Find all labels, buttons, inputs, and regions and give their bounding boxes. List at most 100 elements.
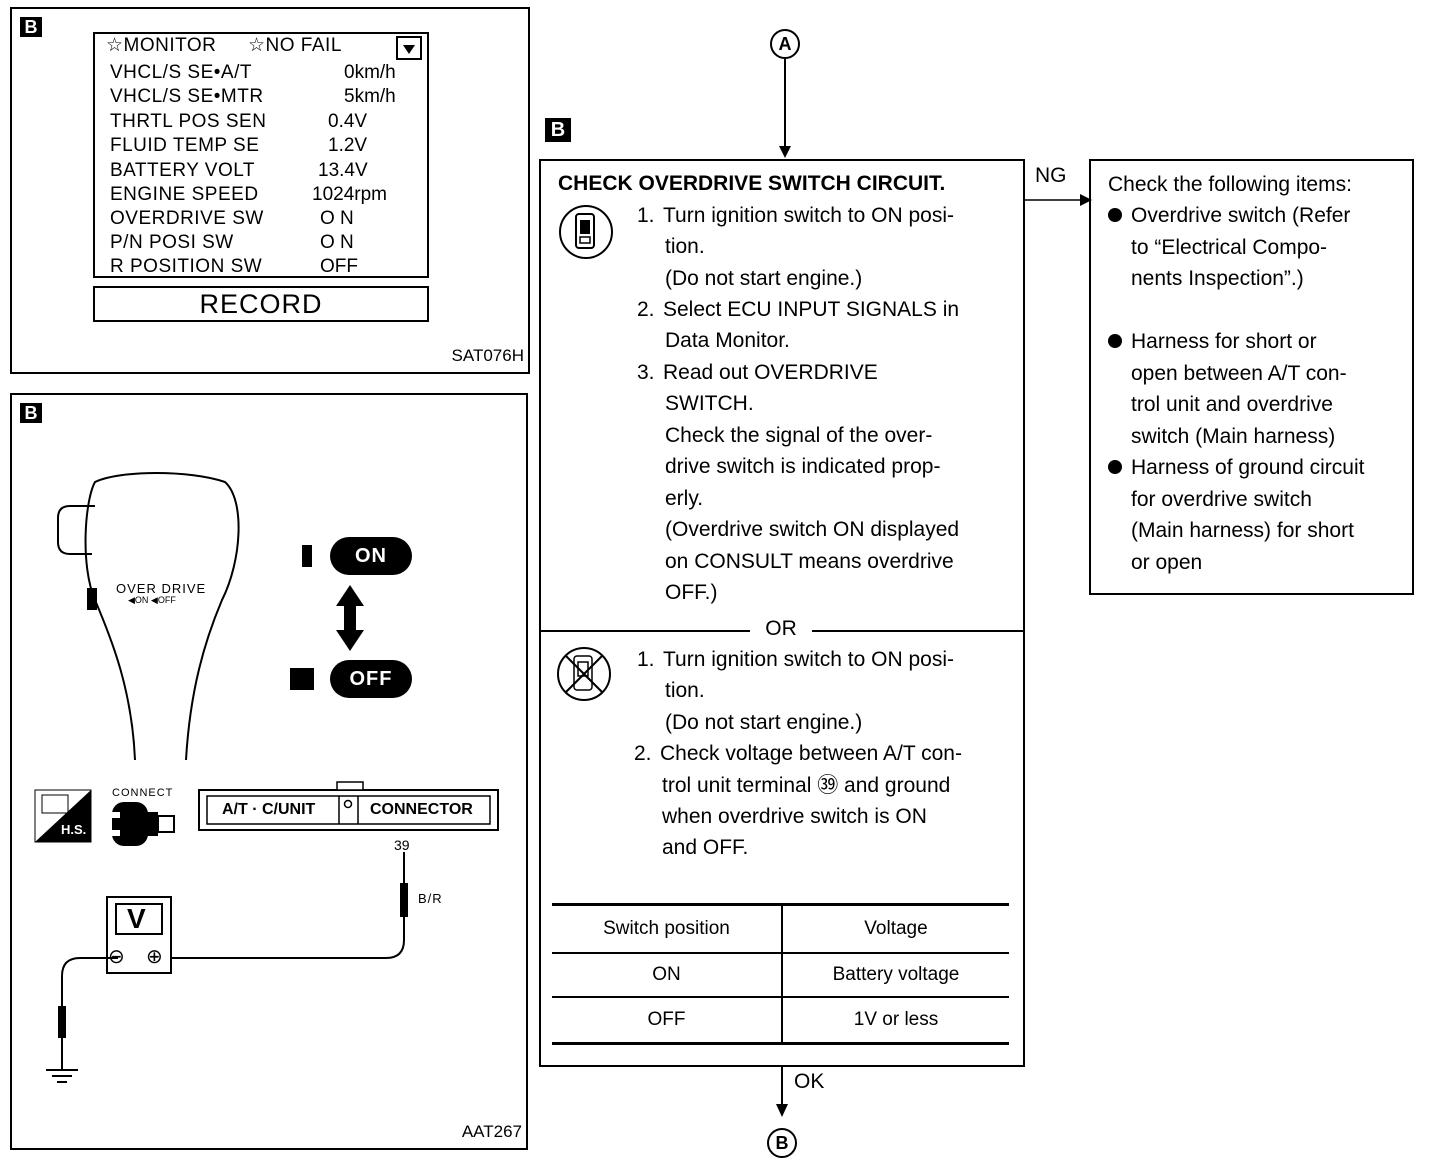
step-number: 1.	[637, 648, 655, 671]
ng-item-line: to “Electrical Compo-	[1131, 236, 1328, 259]
monitor-row-label: THRTL POS SEN	[110, 111, 267, 132]
bullet-icon	[1108, 334, 1122, 348]
step-text: Turn ignition switch to ON posi-	[663, 648, 954, 671]
monitor-header-label: ☆MONITOR	[106, 35, 217, 56]
table-row: ON Battery voltage	[552, 953, 1009, 997]
ng-item-line: switch (Main harness)	[1131, 425, 1336, 448]
monitor-row-value: O N	[320, 232, 354, 253]
step-text: Read out OVERDRIVE	[663, 361, 878, 384]
monitor-row-label: BATTERY VOLT	[110, 160, 256, 181]
terminal-number: 39	[394, 837, 410, 853]
ng-item-line: for overdrive switch	[1131, 488, 1312, 511]
wire-color: B/R	[418, 891, 443, 906]
step-line: tion.	[665, 235, 705, 258]
connect-plug-icon	[112, 802, 148, 846]
monitor-row-value: 13.4V	[318, 160, 368, 181]
step-line: 2. Check voltage between A/T con-	[634, 738, 962, 769]
table-cell: Battery voltage	[832, 964, 960, 985]
switch-off-icon	[290, 668, 314, 690]
table-cell: OFF	[552, 997, 783, 1044]
record-button[interactable]: RECORD	[93, 286, 429, 322]
connector-b[interactable]: B	[767, 1128, 797, 1158]
ng-item-line: open between A/T con-	[1131, 362, 1347, 385]
monitor-row-value: OFF	[320, 256, 358, 277]
connector-a[interactable]: A	[770, 29, 800, 59]
monitor-row-label: P/N POSI SW	[110, 232, 234, 253]
step-line: when overdrive switch is ON	[662, 805, 927, 828]
bullet-icon	[1108, 460, 1122, 474]
arrow-down-icon	[779, 146, 791, 158]
off-indicator: OFF	[330, 660, 412, 698]
monitor-row-label: R POSITION SW	[110, 256, 263, 277]
step-line: drive switch is indicated prop-	[665, 455, 941, 478]
ng-label: NG	[1035, 164, 1067, 187]
step-box	[539, 159, 1025, 1067]
monitor-row-label: FLUID TEMP SE	[110, 135, 260, 156]
ng-item-line: (Main harness) for short	[1131, 519, 1354, 542]
monitor-row-value: O N	[320, 208, 354, 229]
section-badge: B	[20, 17, 42, 37]
table-header-row: Switch position Voltage	[552, 904, 1009, 953]
step-line: Data Monitor.	[665, 329, 790, 352]
step-number: 2.	[634, 742, 652, 765]
ng-item-line: or open	[1131, 551, 1203, 574]
monitor-row-value: 1024rpm	[312, 184, 387, 205]
meter-minus: ⊖	[108, 946, 125, 968]
step-text: Select ECU INPUT SIGNALS in	[663, 298, 960, 321]
monitor-screen	[93, 32, 429, 278]
ng-heading: Check the following items:	[1108, 173, 1352, 196]
arrow-right-icon	[1080, 194, 1092, 206]
monitor-row-label: VHCL/S SE•A/T	[110, 62, 252, 83]
monitor-row-label: OVERDRIVE SW	[110, 208, 264, 229]
monitor-panel: B SAT076H	[10, 7, 530, 374]
flow-connectors	[776, 58, 1092, 1117]
figure-id: AAT267	[461, 1122, 522, 1141]
shifter-label-1: OVER DRIVE	[116, 581, 207, 596]
step-line: and OFF.	[662, 836, 749, 859]
shifter-label-2: ◀ON ◀OFF	[128, 595, 176, 605]
ng-item-line: nents Inspection”.)	[1131, 267, 1304, 290]
monitor-row-label: ENGINE SPEED	[110, 184, 259, 205]
or-label: OR	[750, 617, 812, 641]
step-line: (Overdrive switch ON displayed	[665, 518, 960, 541]
double-arrow-icon	[336, 585, 364, 651]
step-line: erly.	[665, 487, 704, 510]
monitor-row-value: 0km/h	[344, 62, 396, 83]
voltage-table: Switch position Voltage ON Battery volta…	[552, 903, 1009, 1045]
step-line: on CONSULT means overdrive	[665, 550, 954, 573]
monitor-row-label: VHCL/S SE•MTR	[110, 86, 264, 107]
section-badge: B	[20, 403, 42, 423]
table-header-cell: Voltage	[864, 918, 928, 939]
shift-knob-outline	[84, 472, 240, 761]
scroll-down-button[interactable]	[396, 36, 422, 60]
diagram-panel: B AAT267	[10, 393, 528, 1150]
monitor-row-value: 0.4V	[328, 111, 368, 132]
hs-label: H.S.	[61, 822, 87, 837]
step-line: 1.Turn ignition switch to ON posi-	[637, 200, 954, 231]
step-text: Check voltage between A/T con-	[660, 742, 962, 765]
table-cell: ON	[552, 953, 783, 997]
step-line: SWITCH.	[665, 392, 754, 415]
step-line: Check the signal of the over-	[665, 424, 933, 447]
monitor-row-value: 5km/h	[344, 86, 396, 107]
ng-box	[1089, 159, 1414, 595]
on-indicator: ON	[330, 537, 412, 575]
step-line: 2.Select ECU INPUT SIGNALS in	[637, 294, 959, 325]
table-cell: 1V or less	[853, 1009, 939, 1030]
probe-tip	[400, 883, 408, 917]
connect-label: CONNECT	[112, 787, 174, 799]
voltmeter-label: V	[127, 903, 146, 934]
nofail-label: ☆NO FAIL	[248, 35, 342, 56]
connector-right-label: CONNECTOR	[370, 801, 473, 818]
consult-icon	[559, 205, 613, 259]
ground-probe	[58, 1006, 66, 1038]
meter-plus: ⊕	[146, 946, 163, 968]
step-title: CHECK OVERDRIVE SWITCH CIRCUIT.	[558, 172, 946, 195]
switch-on-icon	[302, 545, 312, 567]
ng-item-line: Harness of ground circuit	[1131, 456, 1365, 479]
connector-left-label: A/T · C/UNIT	[222, 801, 316, 818]
ng-item-line: trol unit and overdrive	[1131, 393, 1333, 416]
ok-label: OK	[794, 1070, 825, 1093]
step-line: trol unit terminal ㊴ and ground	[662, 774, 951, 797]
ng-item-line: Overdrive switch (Refer	[1131, 204, 1351, 227]
